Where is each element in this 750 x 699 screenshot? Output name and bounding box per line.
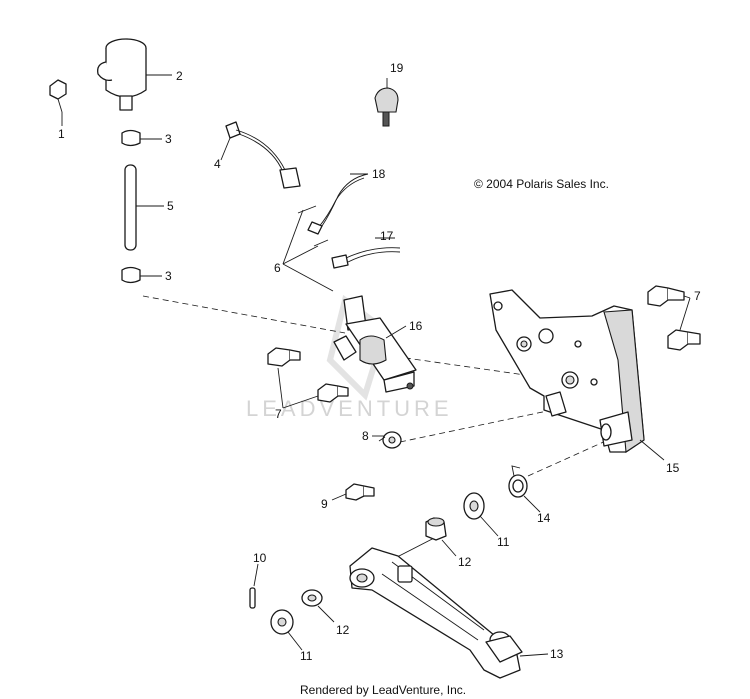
- callout-12b: 12: [336, 623, 350, 637]
- part-washer-8: [372, 431, 402, 449]
- part-switch-4: [220, 121, 301, 189]
- callout-6: 6: [274, 261, 281, 275]
- callout-13: 13: [550, 647, 564, 661]
- part-hose-5: [124, 164, 164, 251]
- part-clamp-3a: [121, 129, 162, 147]
- callout-1: 1: [58, 127, 65, 141]
- callout-11a: 11: [497, 535, 510, 549]
- callout-18: 18: [372, 167, 386, 181]
- part-bushing-12b: [301, 589, 335, 623]
- part-washer-11a: [463, 492, 499, 537]
- part-bushing-12a: [425, 517, 457, 557]
- part-wire-17: [331, 237, 401, 269]
- part-clamp-3b: [121, 266, 162, 284]
- callout-4: 4: [214, 157, 221, 171]
- part-pedal-13: [349, 547, 549, 679]
- copyright-text: © 2004 Polaris Sales Inc.: [474, 177, 609, 191]
- callout-10: 10: [253, 551, 267, 565]
- part-screw-1: [49, 79, 67, 126]
- watermark: LEADVENTURE: [246, 294, 453, 421]
- callout-9: 9: [321, 497, 328, 511]
- callout-19: 19: [390, 61, 404, 75]
- part-master-cylinder-16: [333, 295, 417, 393]
- callout-8: 8: [362, 429, 369, 443]
- part-wire-18: [307, 173, 369, 235]
- part-clip-19: [374, 78, 399, 127]
- callout-11b: 11: [300, 649, 313, 663]
- callout-16: 16: [409, 319, 423, 333]
- callout-15: 15: [666, 461, 680, 475]
- watermark-text: LEADVENTURE: [246, 396, 453, 421]
- callout-12a: 12: [458, 555, 472, 569]
- callout-6-leaders: [282, 205, 334, 292]
- callout-labels: 1 2 3 3 4 5 6 7 7 8 9 10 11 11 12 12 13 …: [58, 61, 701, 663]
- callout-2: 2: [176, 69, 183, 83]
- part-bolt-9: [331, 483, 375, 501]
- callout-3b: 3: [165, 269, 172, 283]
- callout-14: 14: [537, 511, 551, 525]
- callout-5: 5: [167, 199, 174, 213]
- part-washer-11b: [270, 609, 303, 651]
- part-bolt-7-right: [647, 285, 701, 351]
- callout-7a: 7: [275, 407, 282, 421]
- part-spring-14: [508, 465, 541, 513]
- part-pin-10: [249, 563, 259, 609]
- part-bolt-7-left: [267, 347, 349, 409]
- callout-3a: 3: [165, 132, 172, 146]
- part-reservoir-2: [97, 38, 172, 111]
- part-bracket-15: [489, 289, 665, 461]
- callout-7b: 7: [694, 289, 701, 303]
- credit-text: Rendered by LeadVenture, Inc.: [300, 683, 466, 697]
- callout-17: 17: [380, 229, 394, 243]
